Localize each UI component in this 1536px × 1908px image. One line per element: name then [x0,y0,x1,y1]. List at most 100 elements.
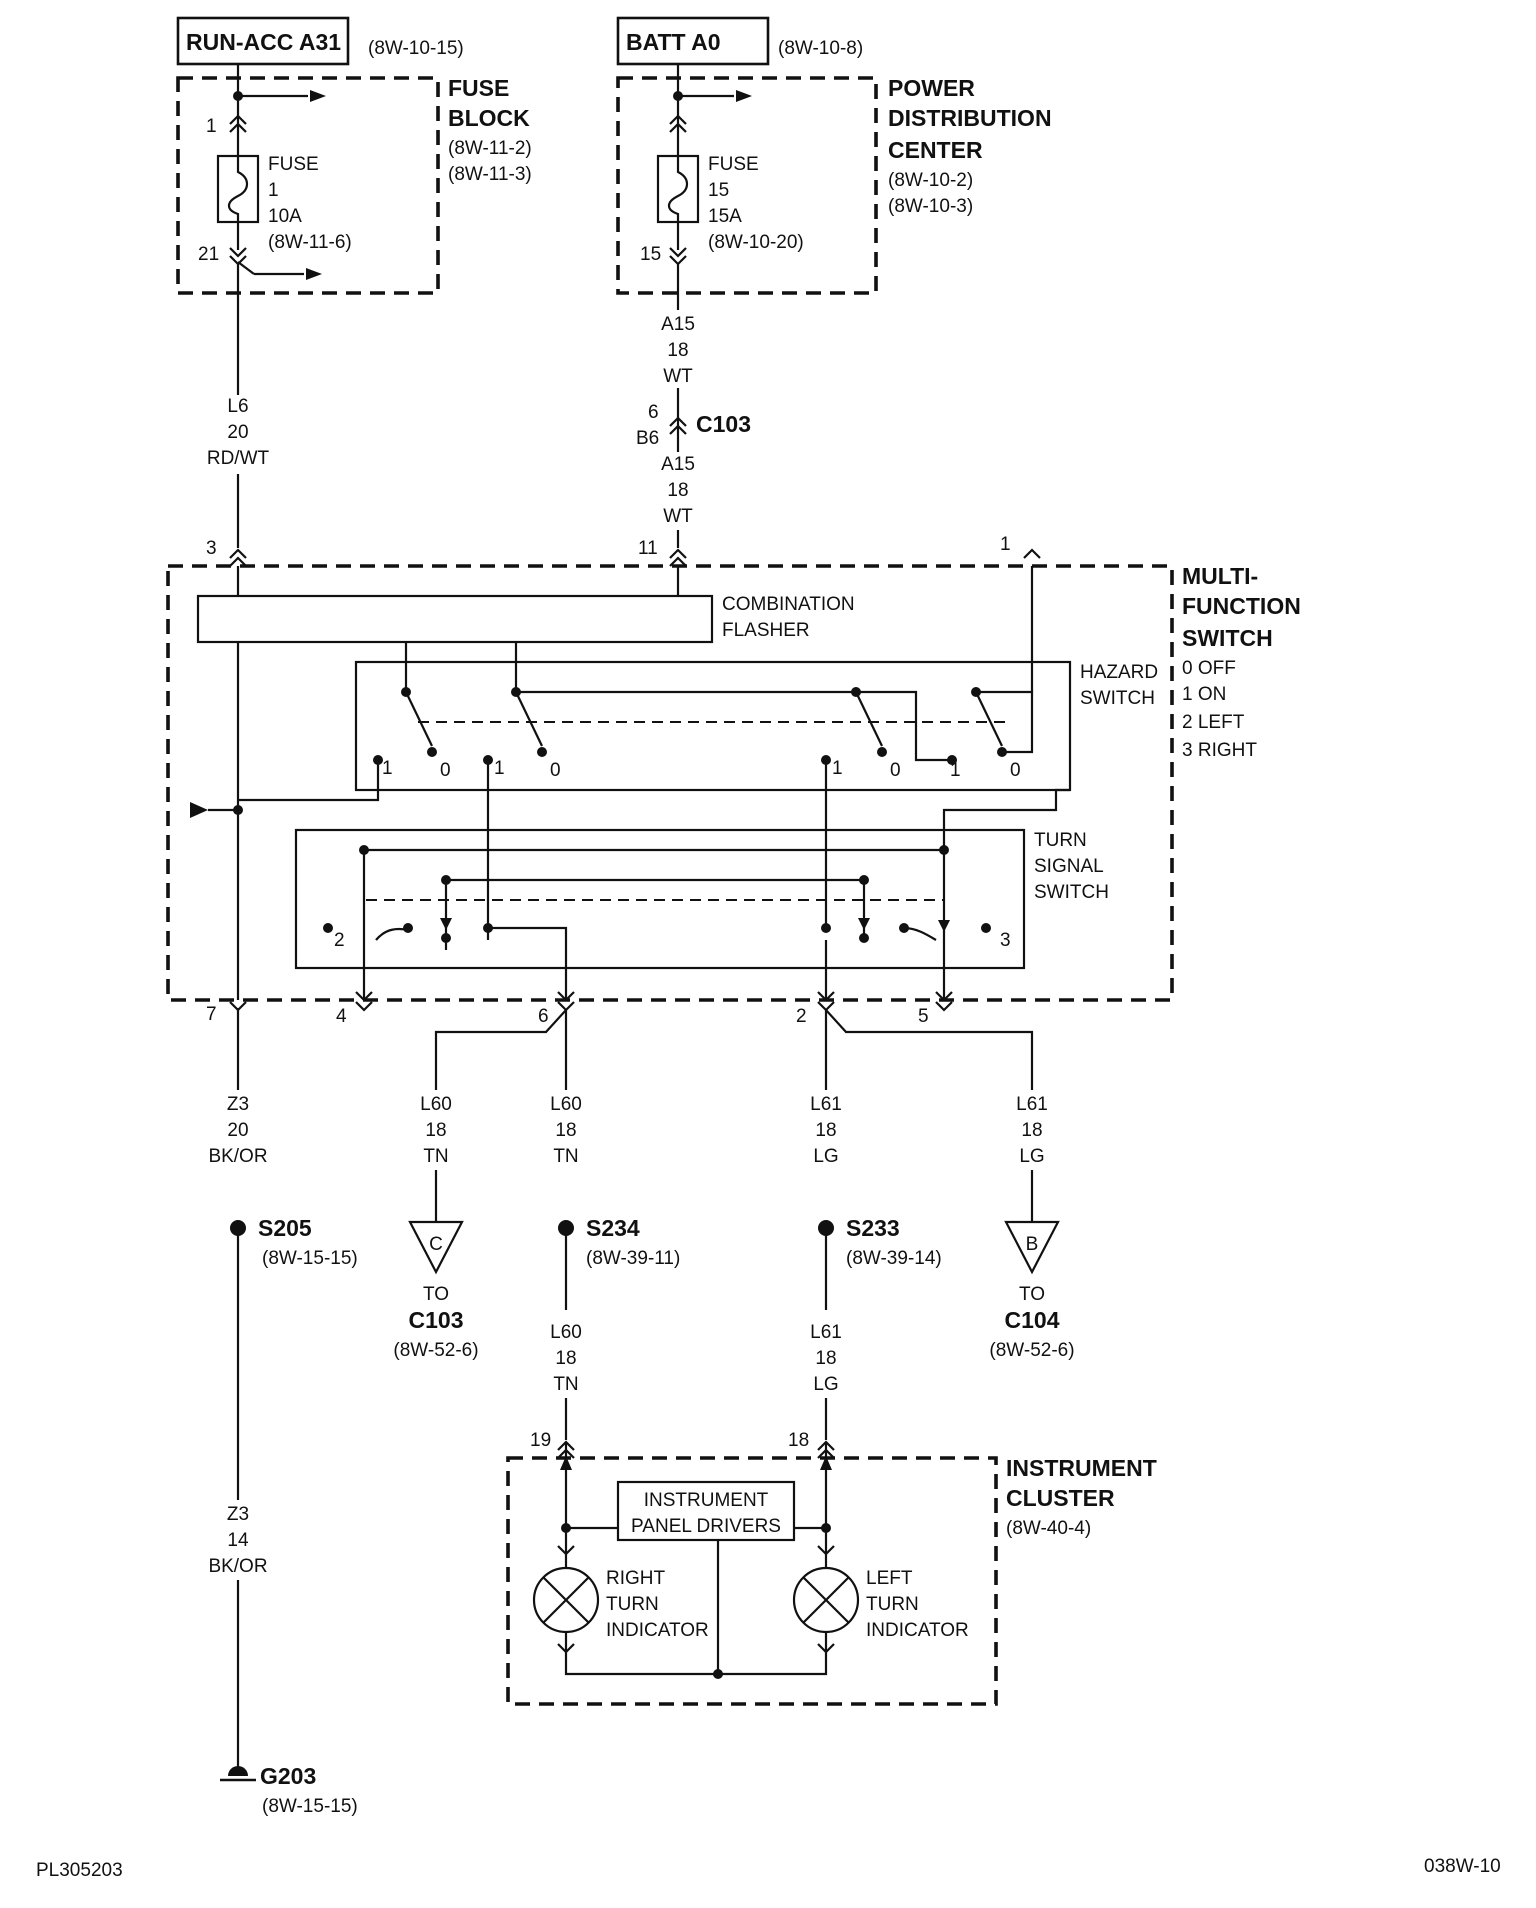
footer-right-code: 038W-10 [1424,1856,1501,1877]
offpage-c-to: TO [423,1284,449,1305]
mfs-pin-6: 6 [538,1006,549,1027]
wire-l6: L6 20 RD/WT [207,264,270,548]
fuse-1-amperage: 10A [268,206,302,227]
mfs-pin-4: 4 [336,1006,347,1027]
ground-label: G203 [260,1763,316,1789]
offpage-c-conn: C103 [409,1307,464,1333]
wire-l61-right-color: LG [1019,1146,1044,1167]
splice-s205-label: S205 [258,1215,312,1241]
right-indicator-label-1: RIGHT [606,1568,666,1589]
wire-l60-left-circuit: L60 [420,1094,452,1115]
wire-a15-top-circuit: A15 [661,314,695,335]
turn-label-1: TURN [1034,830,1087,851]
cluster-title-2: CLUSTER [1006,1485,1115,1511]
wire-l60-low-gauge: 18 [555,1348,576,1369]
wire-l61-mid-color: LG [813,1146,838,1167]
fuse-15-ref: (8W-10-20) [708,232,804,253]
fuse-15-number: 15 [708,180,729,201]
mfs-state-on: 1 ON [1182,684,1226,705]
hazard-contact-d0: 0 [1010,760,1021,781]
drivers-label-1: INSTRUMENT [644,1490,769,1511]
mfs-title-3: SWITCH [1182,625,1273,651]
multifunction-switch: MULTI- FUNCTION SWITCH 0 OFF 1 ON 2 LEFT… [166,534,1301,1027]
offpage-b-conn: C104 [1005,1307,1060,1333]
drivers-label-2: PANEL DRIVERS [631,1516,781,1537]
pdc-title-1: POWER [888,75,975,101]
fuse-block-ref-2: (8W-11-3) [448,164,532,185]
fuse-15-amperage: 15A [708,206,742,227]
source-run-acc-ref: (8W-10-15) [368,38,464,59]
wire-z3-low-color: BK/OR [208,1556,267,1577]
splice-s233-ref: (8W-39-14) [846,1248,942,1269]
wire-z3-top-circuit: Z3 [227,1094,249,1115]
wire-z3: Z3 20 BK/OR S205 (8W-15-15) Z3 14 BK/OR [208,1008,358,1776]
hazard-contact-c0: 0 [890,760,901,781]
mfs-pin-1: 1 [1000,534,1011,555]
fuse-1-label: FUSE [268,154,319,175]
right-indicator-label-2: TURN [606,1594,659,1615]
pdc-pin-bottom: 15 [640,244,661,265]
wire-l61: L61 18 LG B TO C104 (8W-52-6) L61 18 LG … [810,1009,1075,1440]
turn-label-3: SWITCH [1034,882,1109,903]
footer-left-code: PL305203 [36,1860,123,1881]
splice-s233-label: S233 [846,1215,900,1241]
ground-g203: G203 (8W-15-15) [220,1763,358,1817]
pdc-ref-2: (8W-10-3) [888,196,973,217]
wire-l60-low-color: TN [553,1374,578,1395]
pdc-title-3: CENTER [888,137,983,163]
mfs-state-off: 0 OFF [1182,658,1236,679]
fuse-block-ref-1: (8W-11-2) [448,138,532,159]
wire-z3-low-gauge: 14 [227,1530,249,1551]
fuse-block-pin-bottom: 21 [198,244,219,265]
wire-l61-mid-circuit: L61 [810,1094,842,1115]
left-turn-indicator-lamp [792,1566,860,1634]
offpage-c-ref: (8W-52-6) [393,1340,478,1361]
wire-l60-mid-circuit: L60 [550,1094,582,1115]
mfs-state-left: 2 LEFT [1182,712,1245,733]
wire-l61-right-circuit: L61 [1016,1094,1048,1115]
source-batt-ref: (8W-10-8) [778,38,863,59]
source-batt-label: BATT A0 [626,29,721,55]
wire-l6-gauge: 20 [227,422,248,443]
wire-a15-bottom-circuit: A15 [661,454,695,475]
hazard-contact-b1: 1 [494,758,505,779]
mfs-state-right: 3 RIGHT [1182,740,1257,761]
hazard-label-1: HAZARD [1080,662,1158,683]
hazard-contact-c1: 1 [832,758,843,779]
hazard-contact-a0: 0 [440,760,451,781]
source-batt: BATT A0 (8W-10-8) [616,16,863,66]
splice-s234-ref: (8W-39-11) [586,1248,680,1269]
wire-l61-low-circuit: L61 [810,1322,842,1343]
fuse-block: FUSE BLOCK (8W-11-2) (8W-11-3) 1 FUSE 1 … [176,64,532,295]
turn-position-left: 2 [334,930,345,951]
wire-z3-top-color: BK/OR [208,1146,267,1167]
left-indicator-label-3: INDICATOR [866,1620,969,1641]
mfs-pin-7: 7 [206,1004,217,1025]
fuse-block-title-1: FUSE [448,75,509,101]
mfs-pin-11: 11 [638,538,658,559]
wire-l61-low-gauge: 18 [815,1348,836,1369]
fuse-block-pin-top: 1 [206,116,217,137]
power-distribution-center: POWER DISTRIBUTION CENTER (8W-10-2) (8W-… [616,64,1052,295]
wire-a15: A15 18 WT 6 B6 C103 A15 18 WT [636,264,751,548]
source-run-acc-label: RUN-ACC A31 [186,29,341,55]
wire-l61-low-color: LG [813,1374,838,1395]
hazard-label-2: SWITCH [1080,688,1155,709]
ground-ref: (8W-15-15) [262,1796,358,1817]
hazard-contact-b0: 0 [550,760,561,781]
wire-l6-circuit: L6 [227,396,248,417]
fuse-15-label: FUSE [708,154,759,175]
cluster-pin-19: 19 [530,1430,551,1451]
fuse-1-number: 1 [268,180,279,201]
wire-a15-bottom-color: WT [663,506,693,527]
splice-s205-ref: (8W-15-15) [262,1248,358,1269]
fuse-1-ref: (8W-11-6) [268,232,352,253]
turn-label-2: SIGNAL [1034,856,1104,877]
mfs-pin-2: 2 [796,1006,807,1027]
hazard-contact-d1: 1 [950,760,961,781]
turn-position-right: 3 [1000,930,1011,951]
instrument-cluster: INSTRUMENT CLUSTER (8W-40-4) 19 18 INSTR… [506,1430,1157,1706]
splice-s234-label: S234 [586,1215,640,1241]
pdc-ref-1: (8W-10-2) [888,170,973,191]
c103-pin-b: B6 [636,428,659,449]
